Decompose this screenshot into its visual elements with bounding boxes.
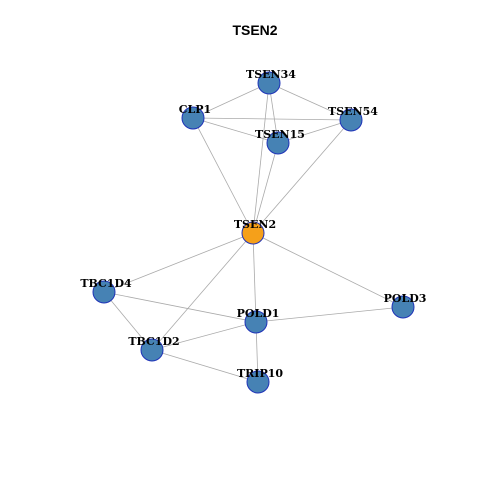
node-tsen15 (266, 131, 290, 155)
diagram-title: TSEN2 (232, 22, 277, 38)
node-label-tsen34: TSEN34 (246, 68, 296, 81)
node-trip10 (246, 370, 270, 394)
node-label-trip10: TRIP10 (237, 367, 283, 380)
node-layer (92, 71, 415, 394)
edge-tbc1d2-trip10 (151, 349, 259, 383)
edge-tsen2-pold3 (252, 232, 404, 308)
node-label-pold1: POLD1 (237, 307, 280, 320)
edge-tsen2-pold1 (252, 232, 257, 323)
node-tbc1d4 (92, 280, 116, 304)
edge-tbc1d4-tbc1d2 (103, 291, 153, 351)
node-label-tbc1d4: TBC1D4 (80, 277, 132, 290)
edge-layer (103, 82, 404, 383)
node-tsen54 (339, 108, 363, 132)
node-label-tsen54: TSEN54 (328, 105, 378, 118)
edge-tsen54-tsen2 (252, 119, 352, 234)
node-label-pold3: POLD3 (384, 292, 427, 305)
edge-tsen2-tbc1d2 (151, 232, 254, 351)
node-tsen34 (257, 71, 281, 95)
edge-tsen34-tsen2 (252, 82, 270, 234)
edge-clp1-tsen15 (192, 117, 279, 144)
node-label-tsen2: TSEN2 (234, 218, 276, 231)
edge-pold1-tbc1d2 (151, 321, 257, 351)
node-label-tbc1d2: TBC1D2 (128, 335, 179, 348)
node-tsen2 (241, 221, 265, 245)
edge-tsen2-tbc1d4 (103, 232, 254, 293)
edge-clp1-tsen54 (192, 117, 352, 121)
edge-tsen15-tsen2 (252, 142, 279, 234)
edge-tbc1d4-pold1 (103, 291, 257, 323)
edge-tsen34-clp1 (192, 82, 270, 119)
node-tbc1d2 (140, 338, 164, 362)
node-pold1 (244, 310, 268, 334)
edge-tsen15-tsen54 (277, 119, 352, 144)
edge-pold1-pold3 (255, 306, 404, 323)
node-pold3 (391, 295, 415, 319)
edge-tsen34-tsen54 (268, 82, 352, 121)
node-clp1 (181, 106, 205, 130)
edge-clp1-tsen2 (192, 117, 254, 234)
node-label-clp1: CLP1 (179, 103, 211, 116)
node-label-tsen15: TSEN15 (255, 128, 305, 141)
